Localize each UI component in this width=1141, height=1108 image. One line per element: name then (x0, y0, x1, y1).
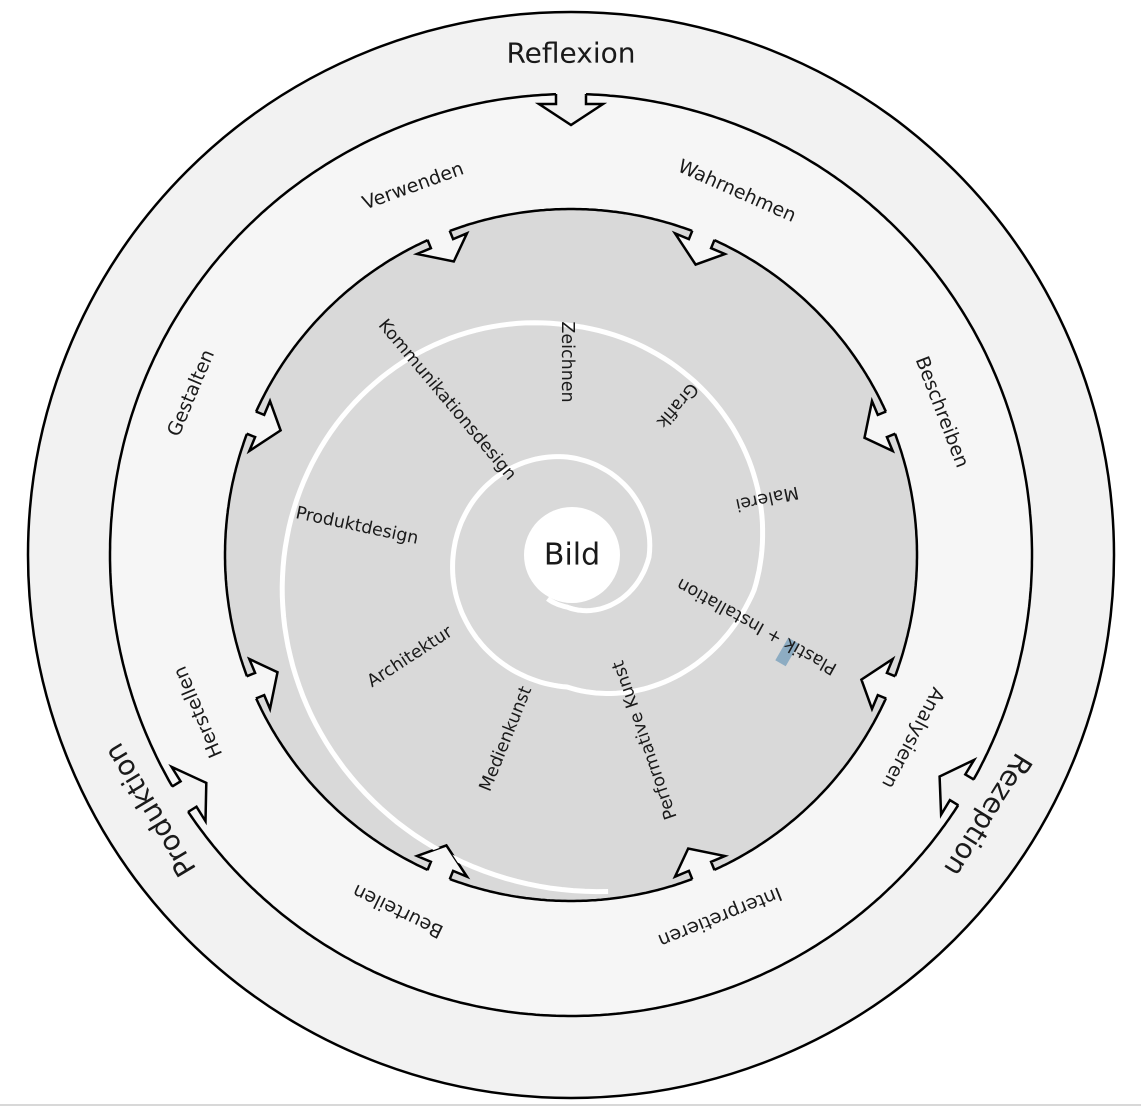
label-reflexion: Reflexion (506, 37, 635, 70)
label-zeichnen: Zeichnen (557, 321, 577, 402)
window-bottom-border (0, 1104, 1141, 1106)
center-circle (524, 507, 620, 603)
text-selection-highlight (775, 637, 799, 667)
spiral-line (279, 320, 766, 895)
label-bild: Bild (544, 538, 600, 573)
